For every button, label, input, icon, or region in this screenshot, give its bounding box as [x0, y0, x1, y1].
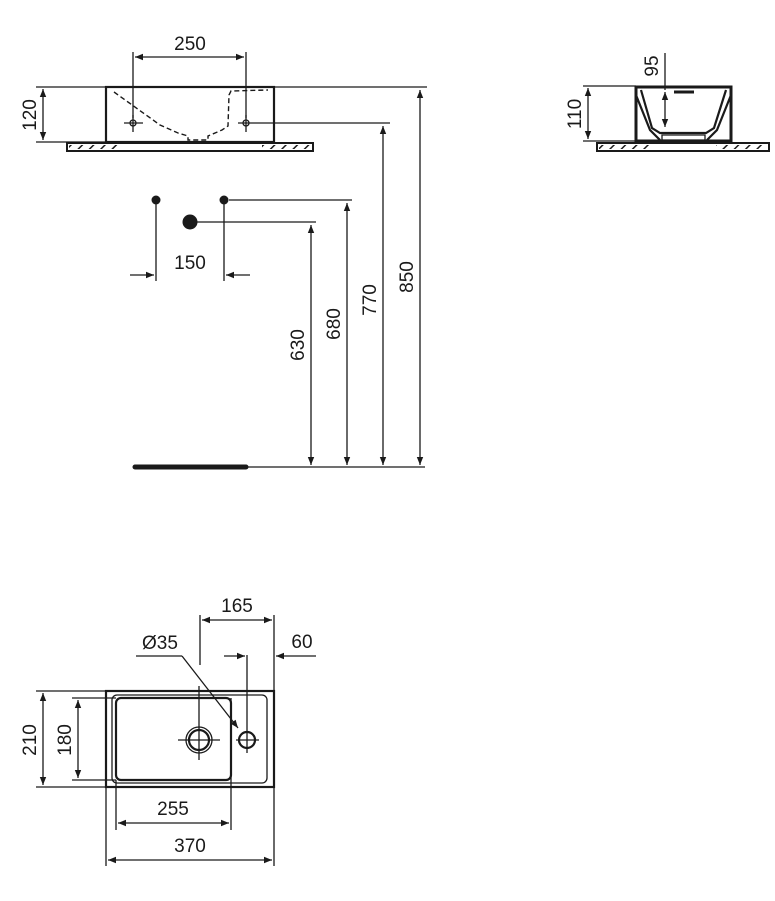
label-370: 370: [174, 836, 206, 857]
bowl-hidden-contour: [113, 89, 269, 141]
label-60: 60: [291, 632, 312, 653]
dimension-basin-height-front: 120: [20, 86, 106, 143]
basin-side-outline: [634, 85, 733, 143]
dimension-tap-hole-spacing: 250: [132, 34, 247, 118]
dimension-waste-diameter: Ø35: [136, 633, 239, 729]
label-diameter-35: Ø35: [142, 633, 178, 654]
tap-hole-marker-left: [124, 115, 143, 132]
label-680: 680: [324, 308, 345, 340]
waste-outlet: [178, 686, 220, 760]
installation-heights: 150 630 680 770 850: [130, 90, 425, 470]
dimension-bowl-depth: 95: [642, 53, 669, 127]
waste-outlet-point: [182, 214, 198, 230]
dimension-tap-hole-height: 770: [360, 126, 387, 465]
label-850: 850: [397, 261, 418, 293]
basin-plan-outline: [104, 689, 276, 789]
dimension-waste-height: 630: [288, 225, 315, 465]
dimension-overall-depth: 210: [20, 690, 106, 788]
bowl-plan-outline: [114, 696, 233, 782]
plan-view: 165 60 Ø35 210 180: [20, 596, 316, 866]
tap-deck-outline: [111, 694, 268, 784]
label-255: 255: [157, 799, 189, 820]
bowl-side-contour: [639, 89, 728, 135]
dimension-waste-offset: 165: [199, 596, 275, 691]
supply-point-left: [151, 195, 161, 205]
wall-shelf-side: [596, 142, 770, 152]
label-250: 250: [174, 34, 206, 55]
dimension-tap-hole-offset: 60: [224, 632, 316, 660]
label-95: 95: [642, 55, 663, 76]
label-110: 110: [565, 99, 586, 129]
dimension-rim-height: 850: [397, 90, 424, 465]
dimension-bowl-width: 255: [115, 780, 232, 830]
supply-point-right: [219, 195, 229, 205]
dimension-bowl-depth-plan: 180: [55, 697, 116, 781]
label-120: 120: [20, 99, 41, 131]
dimension-basin-height-side: 110: [565, 85, 636, 142]
label-150: 150: [174, 253, 206, 274]
wall-shelf: [66, 142, 314, 152]
dimension-supply-height: 680: [324, 203, 351, 465]
dimension-supply-spacing: 150: [130, 253, 250, 279]
label-165: 165: [221, 596, 253, 617]
tap-hole: [236, 655, 259, 753]
tap-hole-marker-right: [238, 115, 257, 132]
basin-front-outline: [104, 85, 276, 144]
label-180: 180: [55, 724, 76, 756]
label-770: 770: [360, 284, 381, 316]
front-view: 250 120: [20, 34, 427, 152]
side-view: 95 110: [565, 53, 770, 152]
label-630: 630: [288, 329, 309, 361]
label-210: 210: [20, 724, 41, 756]
dimension-overall-width: 370: [105, 787, 275, 866]
